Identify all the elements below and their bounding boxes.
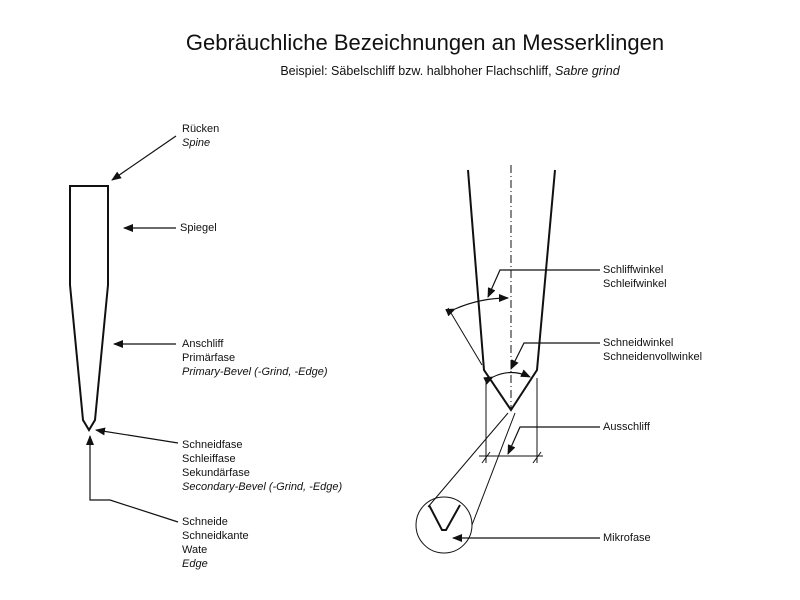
label-line: Schneidenvollwinkel bbox=[603, 351, 703, 363]
left-blade-profile bbox=[69, 185, 109, 432]
label-line: Anschliff bbox=[182, 338, 224, 350]
label-line: Schneidkante bbox=[182, 530, 249, 542]
label-mikrofase: Mikrofase bbox=[603, 532, 651, 544]
label-line: Schneide bbox=[182, 516, 228, 528]
subtitle-text: Beispiel: Säbelschliff bzw. halbhoher Fl… bbox=[280, 64, 552, 78]
label-line: Wate bbox=[182, 544, 208, 556]
label-line: Primärfase bbox=[182, 352, 236, 364]
label-spiegel: Spiegel bbox=[180, 222, 217, 234]
subtitle-italic: Sabre grind bbox=[555, 64, 620, 78]
label-line: Schneidfase bbox=[182, 439, 243, 451]
label-line: Secondary-Bevel (-Grind, -Edge) bbox=[182, 481, 343, 493]
label-line: Spine bbox=[182, 137, 211, 149]
label-line: Rücken bbox=[182, 123, 220, 135]
label-line: Schliffwinkel bbox=[603, 264, 664, 276]
label-line: Schleifwinkel bbox=[603, 278, 667, 290]
label-line: Schneidwinkel bbox=[603, 337, 674, 349]
page-title: Gebräuchliche Bezeichnungen an Messerkli… bbox=[185, 30, 665, 55]
label-line: Sekundärfase bbox=[182, 467, 250, 479]
label-line: Primary-Bevel (-Grind, -Edge) bbox=[182, 366, 328, 378]
right-leaders bbox=[452, 269, 600, 542]
label-ausschliff: Ausschliff bbox=[603, 421, 650, 433]
label-line: Edge bbox=[182, 558, 208, 570]
left-arrows bbox=[86, 135, 179, 523]
label-line: Schleiffase bbox=[182, 453, 236, 465]
subtitle: Beispiel: Säbelschliff bzw. halbhoher Fl… bbox=[0, 64, 800, 78]
right-blade-section bbox=[415, 165, 556, 554]
